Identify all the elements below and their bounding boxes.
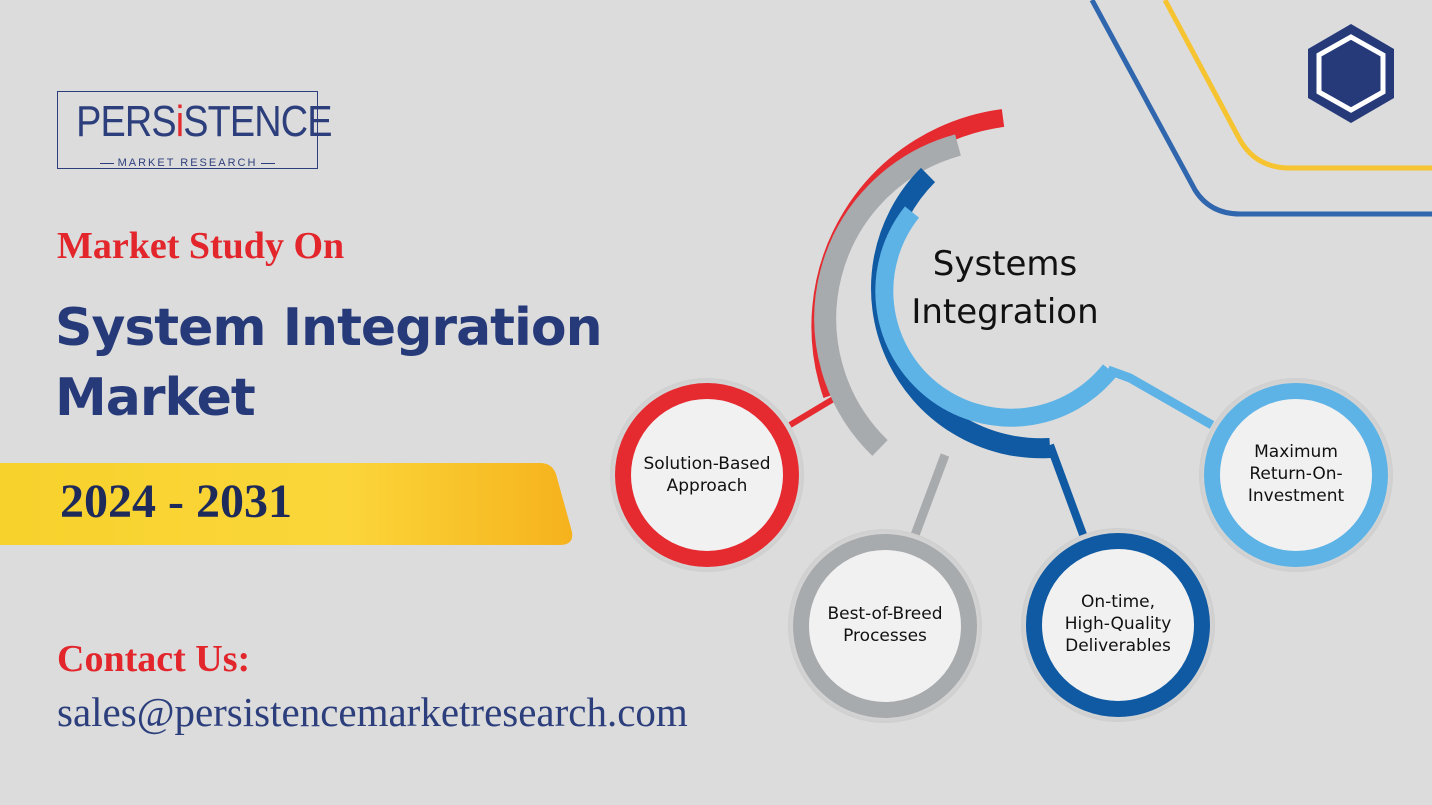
year-banner-shape [0, 463, 573, 545]
node-label-on-time: On-time, High-Quality Deliverables [1064, 592, 1172, 657]
node-label-best-of-breed: Best-of-Breed Processes [827, 604, 943, 647]
contact-email: sales@persistencemarketresearch.com [57, 689, 688, 735]
title-line-1: System Integration [55, 298, 603, 358]
arc-gray [814, 134, 961, 456]
node-label-roi: Maximum Return-On- Investment [1247, 442, 1345, 507]
logo-accent-letter: i [175, 97, 184, 146]
arc-light-blue [875, 206, 1118, 427]
diagram-center-label: Systems Integration [911, 244, 1099, 332]
persistence-logo: PERSiSTENCE MARKET RESEARCH [57, 91, 332, 169]
node-label-solution: Solution-Based Approach [643, 454, 771, 497]
node-disc-solution [610, 378, 804, 572]
forecast-period: 2024 - 2031 [60, 475, 292, 528]
contact-label: Contact Us: [57, 638, 251, 680]
node-disc-roi [1199, 378, 1393, 572]
hexagon-icon [1308, 24, 1394, 123]
logo-subtitle: MARKET RESEARCH [58, 158, 317, 169]
title-line-2: Market [55, 368, 256, 428]
node-disc-on-time [1021, 528, 1215, 722]
logo-wordmark: PERSiSTENCE [76, 97, 332, 146]
corner-line-yellow [1162, 0, 1432, 171]
node-disc-best-of-breed [788, 529, 982, 723]
page-title: System Integration Market [55, 293, 675, 433]
corner-line-blue [1089, 0, 1432, 217]
market-study-kicker: Market Study On [57, 225, 345, 267]
